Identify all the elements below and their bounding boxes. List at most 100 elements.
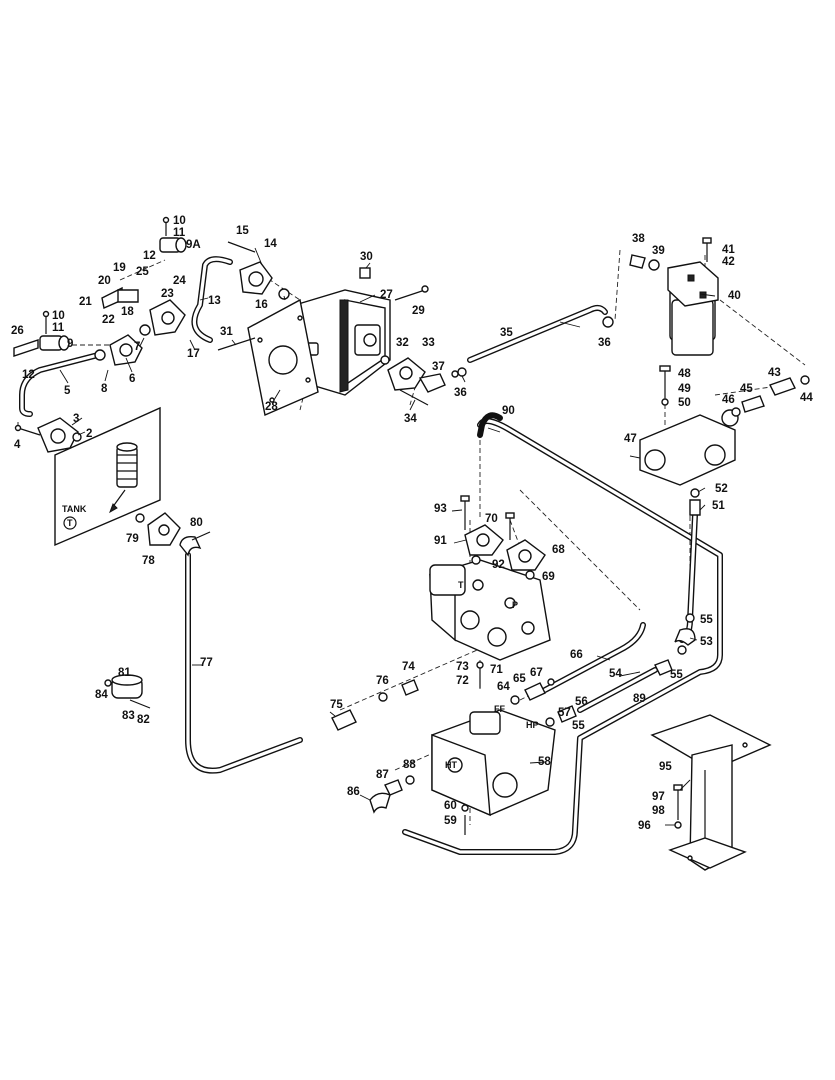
callout-72: 72 xyxy=(456,675,469,687)
tank-symbol-circle xyxy=(63,516,77,530)
callout-12-top: 12 xyxy=(143,250,156,262)
callout-24: 24 xyxy=(173,275,186,287)
callout-39: 39 xyxy=(652,245,665,257)
callout-55-low: 55 xyxy=(572,720,585,732)
callout-36-left: 36 xyxy=(454,387,467,399)
callout-97: 97 xyxy=(652,791,665,803)
callout-91: 91 xyxy=(434,535,447,547)
callout-98: 98 xyxy=(652,805,665,817)
callout-32: 32 xyxy=(396,337,409,349)
port-label-ht: HT xyxy=(445,760,457,770)
callout-68: 68 xyxy=(552,544,565,556)
callout-10-top: 10 xyxy=(173,215,186,227)
callout-92: 92 xyxy=(492,559,505,571)
callout-29: 29 xyxy=(412,305,425,317)
callout-70: 70 xyxy=(485,513,498,525)
callout-89: 89 xyxy=(633,693,646,705)
callout-13: 13 xyxy=(208,295,221,307)
callout-46: 46 xyxy=(722,394,735,406)
callout-95: 95 xyxy=(659,761,672,773)
callout-79: 79 xyxy=(126,533,139,545)
callout-2: 2 xyxy=(86,428,92,440)
callout-7: 7 xyxy=(134,341,140,353)
callout-50: 50 xyxy=(678,397,691,409)
callout-80: 80 xyxy=(190,517,203,529)
callout-65: 65 xyxy=(513,673,526,685)
callout-59: 59 xyxy=(444,815,457,827)
callout-9a: 9A xyxy=(186,239,201,251)
callout-8: 8 xyxy=(101,383,108,395)
leader-lines xyxy=(17,247,716,826)
callout-20: 20 xyxy=(98,275,111,287)
callout-64: 64 xyxy=(497,681,510,693)
callout-11-top: 11 xyxy=(173,227,186,239)
callout-36-right: 36 xyxy=(598,337,611,349)
callout-51: 51 xyxy=(712,500,725,512)
tank-label: TANK xyxy=(62,504,87,514)
callout-37: 37 xyxy=(432,361,445,373)
callout-41: 41 xyxy=(722,244,735,256)
callout-14: 14 xyxy=(264,238,277,250)
callout-67: 67 xyxy=(530,667,543,679)
callout-81: 81 xyxy=(118,667,131,679)
callout-34: 34 xyxy=(404,413,417,425)
callout-33: 33 xyxy=(422,337,435,349)
callout-19: 19 xyxy=(113,262,126,274)
callout-90: 90 xyxy=(502,405,515,417)
components: T P HT F xyxy=(13,216,810,871)
callout-78: 78 xyxy=(142,555,155,567)
callout-84: 84 xyxy=(95,689,108,701)
callout-54: 54 xyxy=(609,668,622,680)
callout-22: 22 xyxy=(102,314,115,326)
callout-56: 56 xyxy=(575,696,588,708)
callout-58: 58 xyxy=(538,756,551,768)
callout-5: 5 xyxy=(64,385,71,397)
callout-47: 47 xyxy=(624,433,637,445)
callout-69: 69 xyxy=(542,571,555,583)
callout-86: 86 xyxy=(347,786,360,798)
callout-71: 71 xyxy=(490,664,503,676)
callout-49: 49 xyxy=(678,383,691,395)
tank-panel: TANK T xyxy=(54,406,161,547)
callout-31: 31 xyxy=(220,326,233,338)
callout-60: 60 xyxy=(444,800,457,812)
callout-45: 45 xyxy=(740,383,753,395)
tank-symbol: T xyxy=(67,518,73,528)
port-label-t: T xyxy=(458,580,464,590)
callout-93: 93 xyxy=(434,503,447,515)
callout-16: 16 xyxy=(255,299,268,311)
callout-76: 76 xyxy=(376,675,389,687)
callout-55-mid: 55 xyxy=(670,669,683,681)
callout-38: 38 xyxy=(632,233,645,245)
callout-75: 75 xyxy=(330,699,343,711)
callout-30: 30 xyxy=(360,251,373,263)
callout-6: 6 xyxy=(129,373,135,385)
callout-25: 25 xyxy=(136,266,149,278)
callout-87: 87 xyxy=(376,769,389,781)
callout-66: 66 xyxy=(570,649,583,661)
callout-44: 44 xyxy=(800,392,813,404)
callout-96: 96 xyxy=(638,820,651,832)
callout-40: 40 xyxy=(728,290,741,302)
callout-labels: 2 3 4 5 6 7 8 9 9A 10 10 11 11 12 12 13 … xyxy=(11,215,813,832)
callout-21: 21 xyxy=(79,296,92,308)
callout-15: 15 xyxy=(236,225,249,237)
callout-35: 35 xyxy=(500,327,513,339)
callout-27: 27 xyxy=(380,289,393,301)
callout-12-left: 12 xyxy=(22,369,35,381)
callout-11-left: 11 xyxy=(52,322,65,334)
port-label-p: P xyxy=(512,600,518,610)
callout-74: 74 xyxy=(402,661,415,673)
callout-42: 42 xyxy=(722,256,735,268)
callout-10-left: 10 xyxy=(52,310,65,322)
callout-9: 9 xyxy=(67,338,73,350)
callout-4: 4 xyxy=(14,439,21,451)
callout-43: 43 xyxy=(768,367,781,379)
callout-57: 57 xyxy=(558,707,571,719)
callout-3: 3 xyxy=(73,413,79,425)
port-label-hp: HP xyxy=(526,720,539,730)
callout-82: 82 xyxy=(137,714,150,726)
callout-53: 53 xyxy=(700,636,713,648)
